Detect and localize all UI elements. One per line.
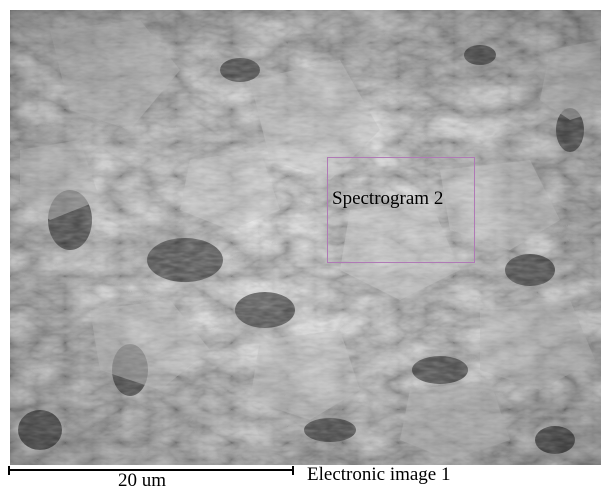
sem-micrograph bbox=[10, 10, 601, 465]
scale-bar-label: 20 um bbox=[118, 470, 167, 490]
micrograph-texture bbox=[10, 10, 601, 465]
spectrum-region-label: Spectrogram 2 bbox=[332, 188, 444, 209]
image-caption: Electronic image 1 bbox=[307, 464, 451, 485]
scale-bar-right-tick bbox=[292, 466, 294, 475]
scale-bar-line bbox=[8, 469, 294, 471]
scale-bar-left-tick bbox=[8, 466, 10, 475]
scale-bar bbox=[8, 466, 294, 476]
spectrum-region-box bbox=[327, 157, 475, 263]
